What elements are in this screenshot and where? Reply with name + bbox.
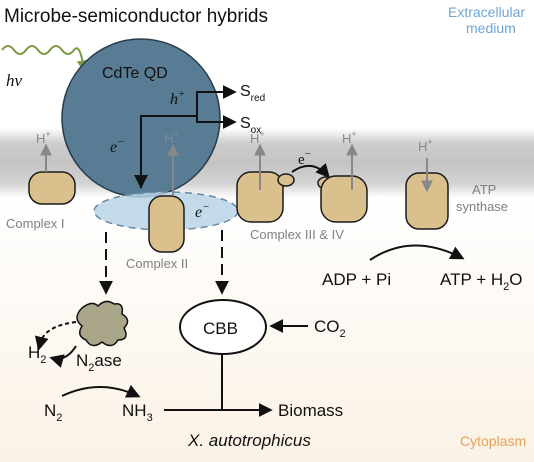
shuttle-electron-label: e−: [298, 148, 311, 168]
scavenger-oxidized: Sox: [240, 115, 261, 136]
light-wave-icon: [1, 45, 89, 73]
h2-production-arrow: [49, 345, 77, 368]
nitrogen-fixation-arrow: [61, 384, 141, 398]
nh3-label: NH3: [122, 401, 153, 424]
light-label: hν: [6, 71, 23, 90]
scavenger-oxidation-arrow: [196, 115, 237, 129]
atp-reaction-arrow: [369, 244, 465, 261]
atp-synthase-label-line2: synthase: [456, 199, 508, 214]
extracellular-label-line2: medium: [466, 20, 516, 36]
biomass-label: Biomass: [278, 401, 343, 420]
nitrogenase-enzyme: [76, 300, 129, 347]
complex-4-proton-label: H+: [342, 129, 357, 146]
extracellular-label-line1: Extracellular: [448, 4, 525, 20]
cbb-label: CBB: [203, 319, 238, 338]
complex-4: [320, 175, 368, 223]
hole-label: h+: [170, 88, 185, 108]
cytochrome-c: [277, 173, 295, 187]
co2-label: CO2: [314, 317, 346, 340]
atp-synthase-label-line1: ATP: [472, 182, 496, 197]
nitrogenase-label: N2ase: [76, 351, 122, 374]
quantum-dot-label: CdTe QD: [102, 65, 168, 82]
complex-3-4-label: Complex III & IV: [250, 227, 344, 242]
complex-2-proton-label: H+: [164, 129, 179, 146]
organism-label: X. autotrophicus: [187, 431, 311, 450]
complex-1-proton-label: H+: [36, 129, 51, 146]
h2-label: H2: [28, 343, 46, 366]
scavenger-reduced: Sred: [240, 83, 265, 104]
complex-2: [148, 195, 185, 253]
atp-products: ATP + H2O: [440, 270, 523, 293]
cytoplasm-label: Cytoplasm: [460, 433, 526, 449]
atp-reactants: ADP + Pi: [322, 270, 391, 289]
electron-label: e−: [110, 136, 125, 156]
atp-synthase-proton-label: H+: [418, 137, 433, 154]
complex-1: [28, 171, 76, 205]
complex-2-label: Complex II: [126, 256, 188, 271]
diagram-title: Microbe-semiconductor hybrids: [4, 6, 268, 27]
membrane-electron-label: e−: [195, 201, 210, 221]
n2-label: N2: [44, 401, 62, 424]
complex-1-label: Complex I: [6, 216, 65, 231]
h2-dashed-arrowhead: [34, 335, 49, 351]
electron-shuttle-arrow: [291, 162, 330, 179]
complex-3-proton-label: H+: [250, 129, 265, 146]
